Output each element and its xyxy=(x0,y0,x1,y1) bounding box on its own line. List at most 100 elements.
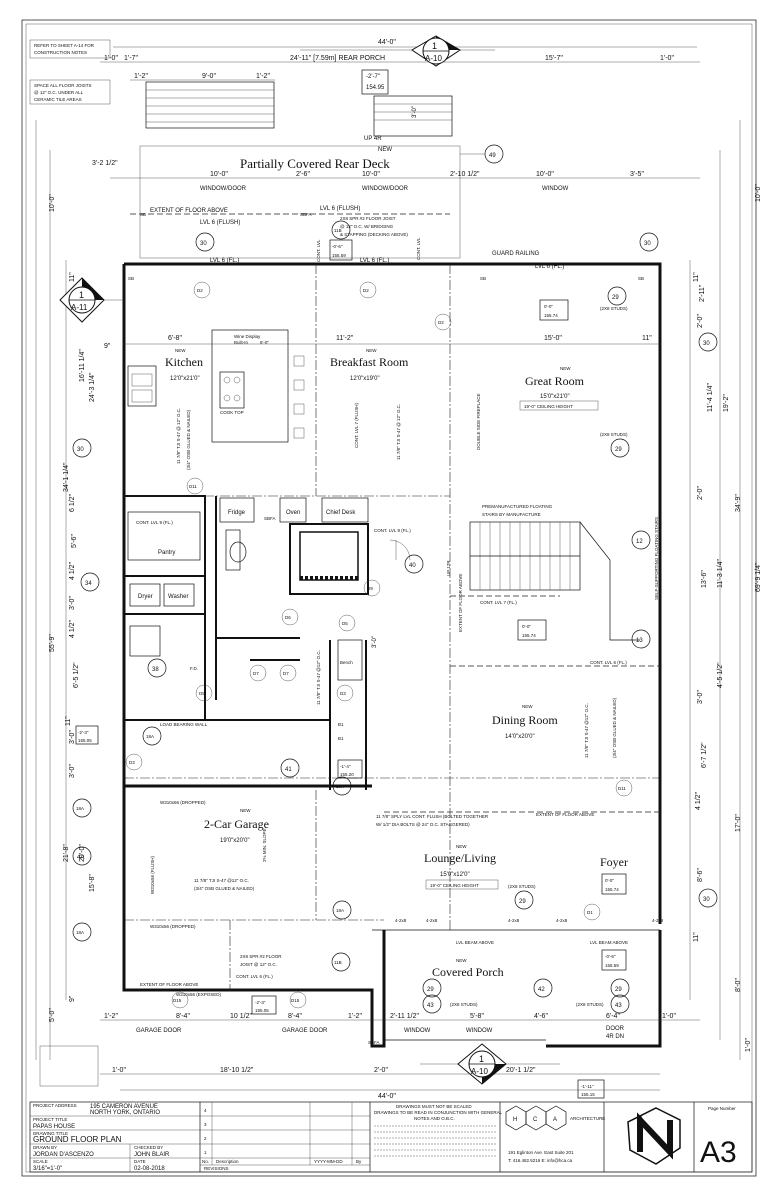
label-4-2x8-d: 4-2x8 xyxy=(556,918,568,923)
tji-garage-2: (3/4" OSB GLUED & NAILED) xyxy=(194,886,255,891)
callout-41: 41 xyxy=(285,767,292,773)
label-washer: Washer xyxy=(168,594,188,600)
callout-30-c: 30 xyxy=(77,447,84,453)
tb-scale-label: SCALE xyxy=(33,1159,48,1164)
lounge-size: 15'0"x12'0" xyxy=(440,872,470,878)
dim-bot2-a: 18'-10 1/2" xyxy=(220,1067,254,1074)
callout-18a-d: 18A xyxy=(336,784,344,789)
door-d11-a: D11 xyxy=(189,484,197,489)
label-cont-lvl-a: CONT. LVL xyxy=(316,239,321,262)
callout-29-e: 29 xyxy=(615,987,622,993)
interior-dimensions: 9" 6'-8" 11'-2" 15'-0" 11" 3'-0" xyxy=(104,335,660,648)
label-lvl6-fl-2: LVL 6 (FL.) xyxy=(360,258,389,264)
dim-bot-b4: 8'-4" xyxy=(288,1013,302,1020)
key-plan-box xyxy=(39,1045,99,1087)
sb-a: SB xyxy=(128,276,134,281)
dim-deck-b2: 2'-6" xyxy=(296,171,310,178)
callout-bubbles: 30 30 30 29 29 29 29 29 43 43 34 38 40 4… xyxy=(72,286,718,1014)
dim-k-9: 9" xyxy=(104,343,111,350)
rear-deck: NEW Partially Covered Rear Deck 49 3'-2 … xyxy=(92,144,700,270)
callout-13: 13 xyxy=(636,638,643,644)
door-d15-b: D15 xyxy=(291,998,300,1003)
garage-label: 2-Car Garage xyxy=(204,817,269,831)
great-size: 15'0"x21'0" xyxy=(540,394,570,400)
label-w310-exposed: W310x56 (EXPOSED) xyxy=(176,992,222,997)
label-window-3: WINDOW xyxy=(466,1028,493,1034)
elev-e6-bottom: 155.20 xyxy=(340,772,354,777)
tb-desc-label: Description xyxy=(216,1159,239,1164)
tji-garage-1: 11 7/8" TJI S-47 @12" O.C. xyxy=(194,878,249,883)
dim-bot-b1: 1'-2" xyxy=(104,1013,118,1020)
dim-top-b2: 9'-0" xyxy=(202,73,216,80)
tji-hall-1: 11 7/8" TJI S-47 @12" O.C. xyxy=(316,650,321,705)
label-lvl-beam-1: LVL BEAM ABOVE xyxy=(456,940,494,945)
dim-right-in13: 8'-6" xyxy=(697,868,704,882)
dim-bot2-d-left: 1'-0" xyxy=(112,1067,126,1074)
kitchen-size: 12'0"x21'0" xyxy=(170,376,200,382)
sheet-border xyxy=(21,19,757,1177)
door-tags: D2 D2 D2 D11 D11 D6 D5 D5 D7 D7 D3 D3 D9… xyxy=(125,281,633,1009)
callout-29-c: 29 xyxy=(519,899,526,905)
dim-left-s1: 11" xyxy=(69,272,76,282)
stairs-note-1: PREMANUFACTURED FLOATING xyxy=(482,504,553,509)
tb-by-label: By xyxy=(356,1159,362,1164)
door-d2-b: D2 xyxy=(363,288,369,293)
elev-e5-top: -2'-3" xyxy=(78,730,89,735)
sbfa-oven: SBFA xyxy=(264,516,276,521)
sply-2: W/ 1/2" DIA BOLTS @ 24" O.C. STAGGERED) xyxy=(376,822,470,827)
door-d15-a: D15 xyxy=(173,998,182,1003)
tb-address-1: 195 CAMERON AVENUE xyxy=(90,1104,158,1110)
tb-date: 02-08-2018 xyxy=(134,1166,165,1172)
door-d2-c: D2 xyxy=(438,320,444,325)
dim-right-in1: 11" xyxy=(693,272,700,282)
lounge-ceiling: 19'-0" CEILING HEIGHT xyxy=(430,883,479,888)
dim-right-in10: 4'-5 1/2" xyxy=(717,662,724,688)
dim-bot-b8: 4'-6" xyxy=(534,1013,548,1020)
tb-warn-2: DRAWINGS TO BE READ IN CONJUNCTION WITH … xyxy=(374,1110,503,1115)
tb-scale: 3/16"=1'-0" xyxy=(33,1166,62,1172)
dim-left-c: 21'-8" xyxy=(63,844,70,862)
tji-breakfast-1: 11 7/8" TJI S-47 @ 12" O.C. xyxy=(396,404,401,460)
callout-11b-a: 11B xyxy=(334,228,342,233)
callout-38: 38 xyxy=(152,667,159,673)
tb-rev-2: 2 xyxy=(204,1136,207,1141)
label-cont-lvl7-flush: CONT. LVL 7 (FLUSH) xyxy=(354,402,359,448)
dim-top-left2: 1'-7" xyxy=(124,55,138,62)
dim-right-in14: 11" xyxy=(693,932,700,942)
label-w310-dropped-2: W310x56 (DROPPED) xyxy=(150,924,196,929)
elev-e4-top: 0'-0" xyxy=(522,624,531,629)
dim-bot-b7: 5'-8" xyxy=(470,1013,484,1020)
label-self-supporting: SELF-SUPPORTING FLOATING STAIRS xyxy=(654,517,659,600)
dim-left-s5: 3'-0" xyxy=(69,596,76,610)
dim-deck-b6: 3'-5" xyxy=(630,171,644,178)
elev-e10-bottom: 155.15 xyxy=(581,1092,595,1097)
tb-warn-1: DRAWINGS MUST NOT BE SCALED xyxy=(396,1104,472,1109)
label-lvl6-flush-2: LVL 6 (FLUSH) xyxy=(320,206,360,212)
label-4-2x8-c: 4-2x8 xyxy=(508,918,520,923)
label-load-bearing: LOAD BEARING WALL xyxy=(160,722,208,727)
firm-letter-a: A xyxy=(553,1117,557,1123)
foyer-label: Foyer xyxy=(600,855,628,869)
elevation-boxes: 0'-0" 155.74 -2'-3" 155.05 -1'-4" 155.20… xyxy=(75,299,627,1099)
tb-checked-label: CHECKED BY xyxy=(134,1145,163,1150)
elev-e8-top: -0'-6" xyxy=(605,954,616,959)
sb-b: SB xyxy=(480,276,486,281)
callout-29-a: 29 xyxy=(612,295,619,301)
dim-left-in4: 15'-8" xyxy=(89,874,96,892)
elev-e5-bottom: 155.05 xyxy=(78,738,92,743)
label-2x8-d: (2X8 STUDS) xyxy=(600,306,628,311)
section-top-num: 1 xyxy=(432,41,437,51)
callout-18a-b: 18A xyxy=(76,930,84,935)
tb-date-label: DATE xyxy=(134,1159,146,1164)
label-door-4r: DOOR xyxy=(606,1026,625,1032)
elev-e6-top: -1'-4" xyxy=(340,764,351,769)
tb-checked-by: JOHN BLAIR xyxy=(134,1152,170,1158)
dim-right-in7: 13'-6" xyxy=(701,570,708,588)
room-labels: NEW Kitchen 12'0"x21'0" NEW Breakfast Ro… xyxy=(165,348,628,979)
tb-page-number: A3 xyxy=(700,1136,737,1169)
tb-drawn-label: DRAWN BY xyxy=(33,1145,57,1150)
dim-bot-b10: 1'-0" xyxy=(662,1013,676,1020)
callout-40: 40 xyxy=(409,563,416,569)
label-lvl6-fl-3: LVL 6 (FL.) xyxy=(535,264,564,270)
label-oven: Oven xyxy=(286,510,300,516)
